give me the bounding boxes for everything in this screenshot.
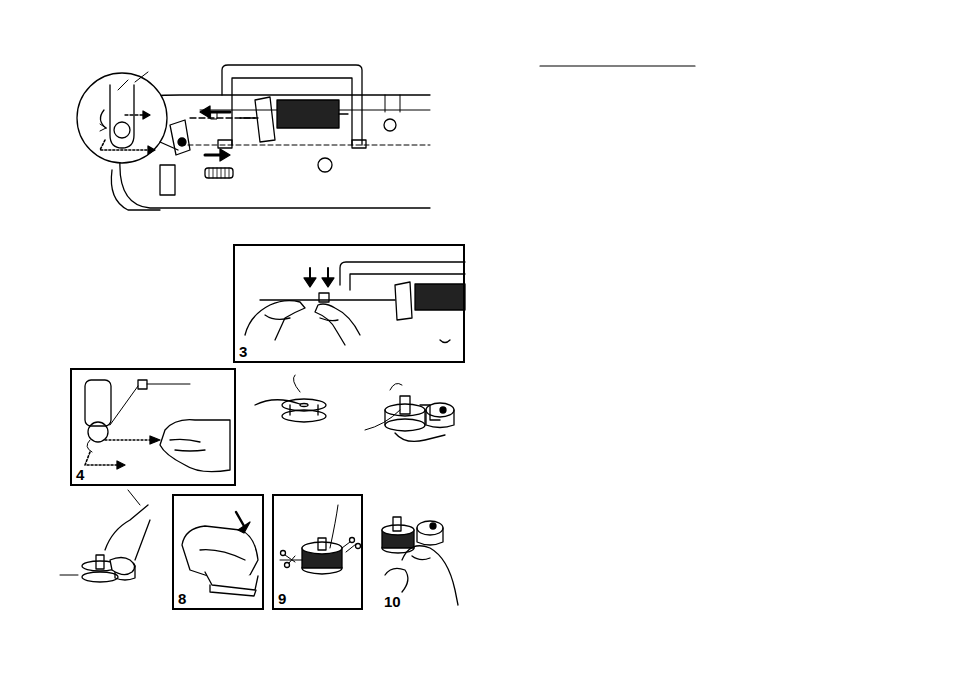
panel-4-art — [85, 380, 230, 472]
step-10-art — [382, 517, 458, 605]
step-number: 4 — [76, 467, 84, 482]
step-number: 8 — [178, 591, 186, 606]
step-number: 10 — [384, 594, 401, 609]
step-panel: 8 — [172, 494, 264, 610]
bobbin-art — [255, 375, 454, 441]
step-panel: 3 — [233, 244, 465, 363]
heading-rule — [540, 65, 695, 66]
panel-9-art — [280, 505, 361, 574]
step-number: 3 — [239, 344, 247, 359]
step-7-art — [60, 490, 150, 582]
step-number: 9 — [278, 591, 286, 606]
machine-top-view — [77, 65, 430, 210]
step-panel: 4 — [70, 368, 236, 486]
panel-3-art — [245, 262, 465, 345]
step-panel: 9 — [272, 494, 363, 610]
panel-8-art — [182, 512, 258, 596]
